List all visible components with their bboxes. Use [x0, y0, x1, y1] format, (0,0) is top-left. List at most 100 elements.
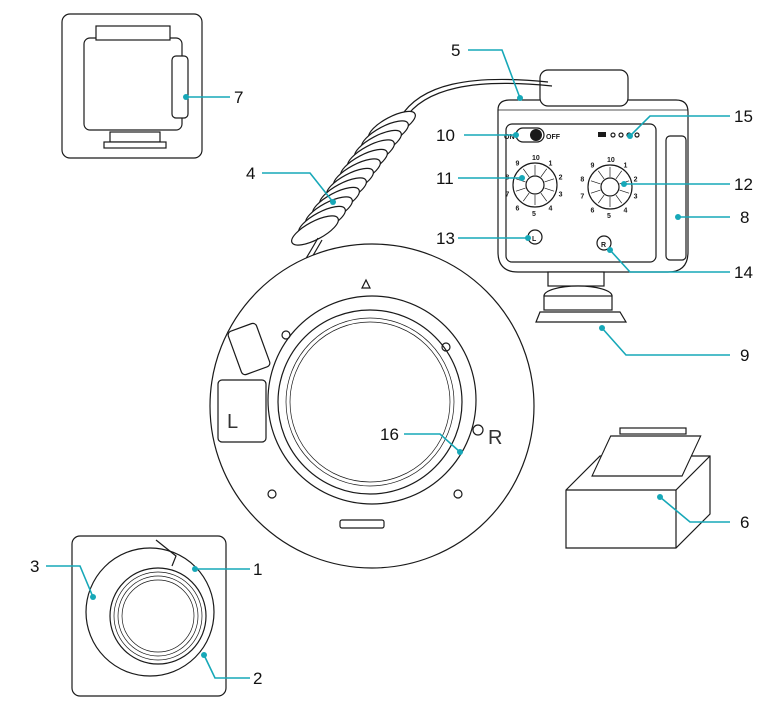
dial-tick [619, 189, 630, 194]
dial-tick [590, 180, 601, 185]
left-power-dial [512, 162, 558, 208]
right-power-dial [587, 164, 633, 210]
dial-tick [544, 187, 555, 192]
coiled-cable [261, 78, 553, 331]
hotshoe-lock-ring-side [543, 295, 613, 311]
dial-tick [615, 194, 623, 204]
dial-number: 4 [623, 208, 627, 215]
callout-9: 9 [740, 346, 749, 365]
ring-screw [472, 424, 484, 436]
callout-3: 3 [30, 557, 39, 576]
dial-number: 6 [516, 206, 520, 213]
callout-16: 16 [380, 425, 399, 444]
callout-numbers: 1 2 3 4 5 6 7 8 9 10 11 12 13 14 15 16 [30, 41, 753, 688]
inset-adapter-ring [71, 535, 227, 697]
left-mode-button-label: L [532, 236, 537, 243]
hotshoe-neck [547, 271, 605, 287]
power-switch-knob [530, 129, 542, 141]
inset-adapter-frame [71, 535, 227, 697]
callout-15: 15 [734, 107, 753, 126]
ring-left-bracket [217, 379, 267, 443]
inset-frame [61, 13, 203, 159]
ring-cable-plug [227, 322, 271, 376]
dial-tick [522, 168, 530, 178]
dial-number: 7 [505, 192, 509, 199]
callout-12: 12 [734, 175, 753, 194]
dial-tick [615, 170, 623, 180]
dial-number: 9 [516, 160, 520, 167]
adapter-top-rail [619, 427, 687, 435]
inset-housing [83, 37, 183, 131]
callout-6: 6 [740, 513, 749, 532]
dial-tick [597, 170, 605, 180]
inset-battery-door [61, 13, 203, 159]
dial-number: 1 [548, 160, 552, 167]
dial-number: 3 [634, 194, 638, 201]
dial-tick [540, 192, 548, 202]
callout-2: 2 [253, 669, 262, 688]
ring-adapter-bore [277, 309, 463, 495]
ring-screw [453, 489, 463, 499]
dial-number: 2 [634, 176, 638, 183]
adapter-body [565, 455, 711, 549]
ring-left-mark: L [227, 411, 238, 433]
ring-flash-head: L R [209, 243, 535, 569]
callout-7: 7 [234, 88, 243, 107]
dial-tick [590, 189, 601, 194]
dial-tick [515, 187, 526, 192]
inset-side-door [171, 55, 189, 119]
adapter-ring-outer [85, 547, 215, 677]
dial-number: 5 [607, 213, 611, 220]
cable-coil [291, 215, 339, 246]
dial-number: 1 [623, 162, 627, 169]
battery-indicator-icon [598, 132, 606, 137]
dial-number: 10 [607, 157, 615, 164]
ring-top-index-mark [361, 278, 371, 289]
switch-on-label: ON [504, 134, 515, 141]
dial-number: 6 [591, 208, 595, 215]
leader-lines [46, 49, 730, 679]
hotshoe-foot [535, 311, 628, 323]
indicator-light [634, 132, 640, 138]
inset-top-strip [95, 25, 171, 41]
callout-13: 13 [436, 229, 455, 248]
dial-tick [597, 194, 605, 204]
dial-number: 8 [580, 176, 584, 183]
ring-mount-plate [267, 295, 477, 505]
callout-8: 8 [740, 208, 749, 227]
inset-foot [109, 131, 161, 143]
ring-bottom-tab [339, 519, 385, 529]
callout-4: 4 [246, 164, 255, 183]
dial-number: 10 [532, 155, 540, 162]
dial-number: 4 [548, 206, 552, 213]
cable-socket [539, 69, 629, 107]
callout-10: 10 [436, 126, 455, 145]
indicator-light [618, 132, 624, 138]
switch-off-label: OFF [546, 134, 561, 141]
battery-adapter [565, 427, 711, 549]
callout-1: 1 [253, 560, 262, 579]
battery-side-door [665, 135, 687, 261]
dial-tick [544, 178, 555, 183]
callout-14: 14 [734, 263, 753, 282]
dial-number: 7 [580, 194, 584, 201]
inset-foot-base [103, 141, 167, 149]
right-mode-button [596, 235, 612, 251]
right-dial-numbers: 10 12 34 5 67 89 [580, 157, 637, 220]
ring-screw [281, 330, 291, 340]
callout-5: 5 [451, 41, 460, 60]
ring-screw [441, 342, 451, 352]
ring-right-mark: R [488, 427, 502, 449]
dial-number: 9 [591, 162, 595, 169]
dial-number: 5 [532, 211, 536, 218]
ring-screw [267, 489, 277, 499]
callout-11: 11 [436, 169, 454, 188]
right-mode-button-label: R [601, 242, 606, 249]
dial-number: 3 [559, 192, 563, 199]
dial-tick [540, 168, 548, 178]
adapter-ring-clip [155, 539, 177, 567]
adapter-ring-thread [109, 567, 207, 665]
indicator-light [610, 132, 616, 138]
